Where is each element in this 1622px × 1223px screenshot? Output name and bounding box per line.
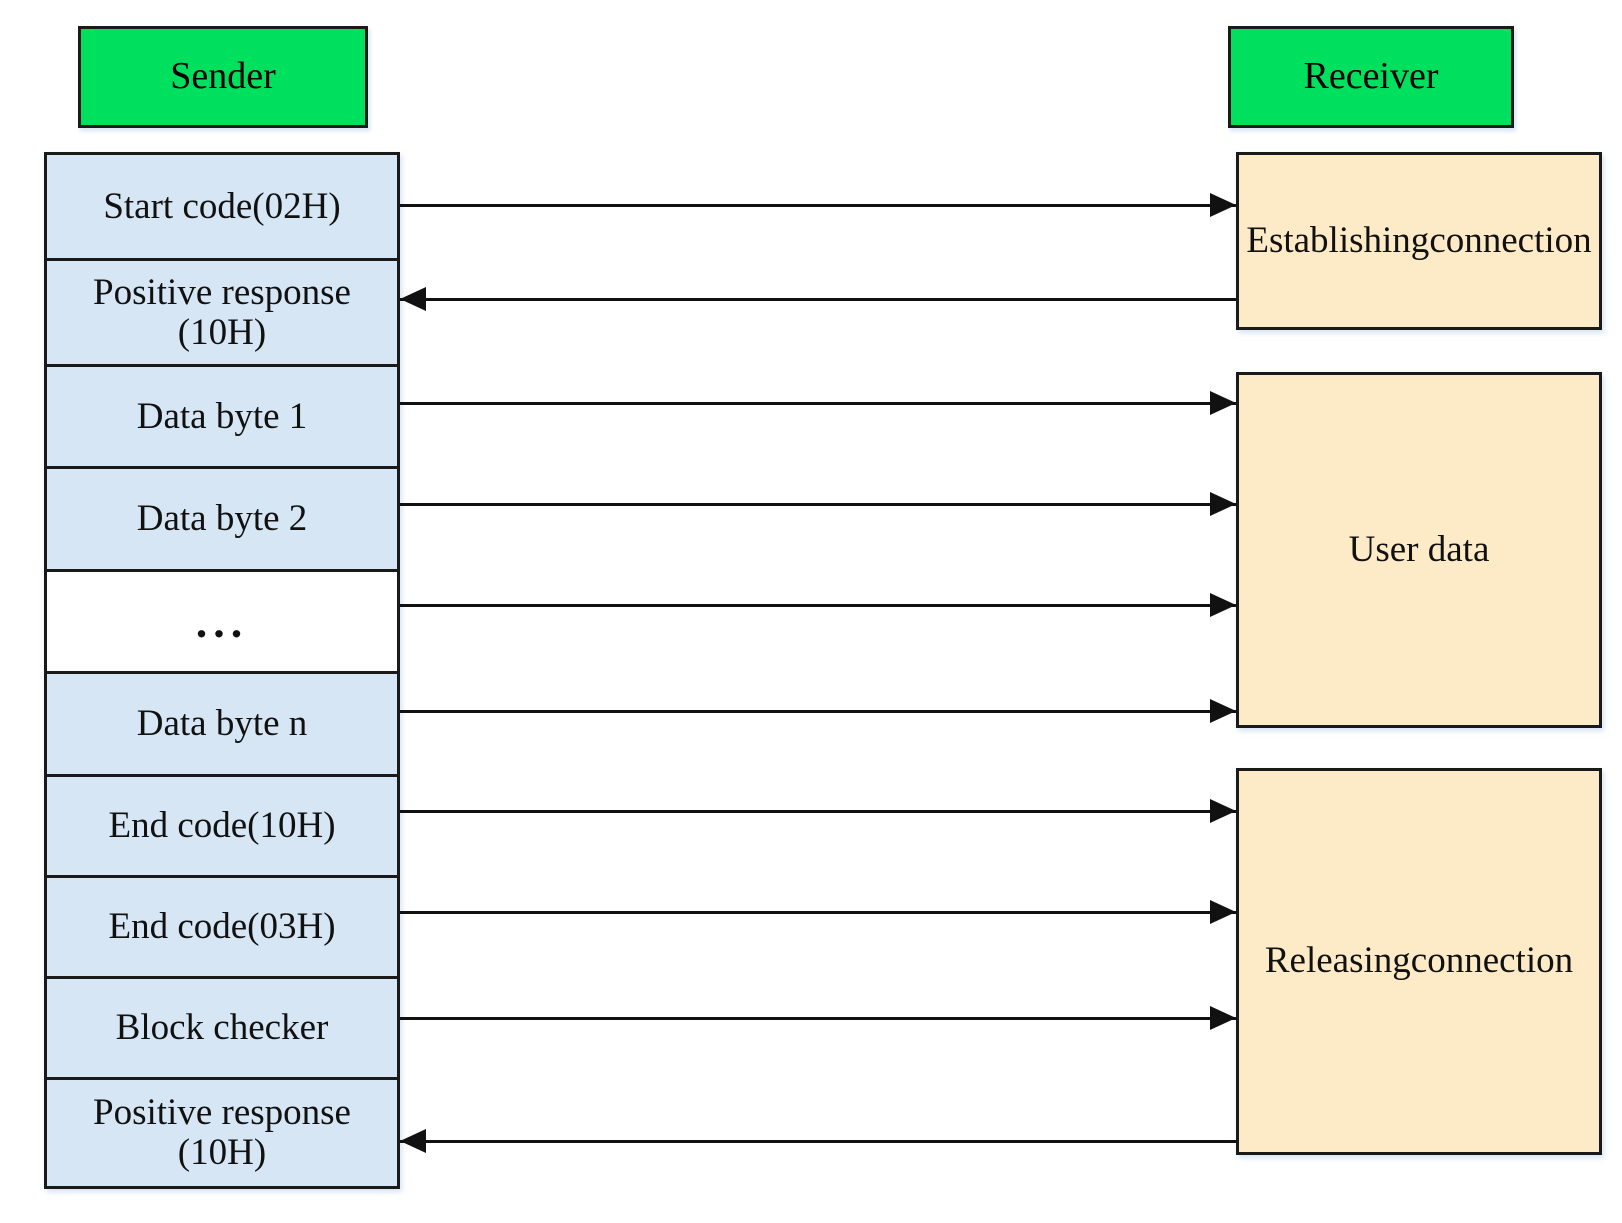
receiver-lane-header: Receiver [1228, 26, 1514, 128]
sender-cell-start-code: Start code(02H) [47, 155, 397, 261]
receiver-stage-label-line: connection [1410, 940, 1574, 982]
sender-cell-label: Positive response(10H) [93, 271, 351, 353]
arrow-shaft [400, 402, 1236, 405]
arrowhead-left-icon [400, 287, 426, 311]
sender-cell-label-line: (10H) [177, 311, 267, 353]
arrow-shaft [400, 710, 1236, 713]
sender-cell-block-checker: Block checker [47, 979, 397, 1080]
sender-cell-label: Positive response(10H) [93, 1093, 351, 1173]
arrowhead-right-icon [1210, 699, 1236, 723]
sender-lane-label: Sender [170, 55, 276, 98]
arrowhead-right-icon [1210, 1006, 1236, 1030]
ellipsis-glyph: ... [195, 595, 249, 647]
sender-cell-label: Data byte n [136, 703, 308, 745]
sender-cell-label: End code(03H) [108, 906, 336, 948]
sender-cell-positive-response-1: Positive response(10H) [47, 261, 397, 367]
arrowhead-right-icon [1210, 593, 1236, 617]
sender-cell-label: Data byte 2 [136, 498, 308, 540]
arrow-shaft [400, 911, 1236, 914]
arrow-shaft [400, 1017, 1236, 1020]
sender-cell-label-line: Positive response [93, 1092, 351, 1134]
sender-cell-data-byte-2: Data byte 2 [47, 469, 397, 572]
receiver-lane-label: Receiver [1303, 55, 1439, 98]
sender-frame-column: Start code(02H)Positive response(10H)Dat… [44, 152, 400, 1189]
arrow-shaft [400, 298, 1236, 301]
sender-cell-data-byte-n: Data byte n [47, 674, 397, 777]
arrowhead-right-icon [1210, 492, 1236, 516]
arrow-shaft [400, 1140, 1236, 1143]
arrowhead-right-icon [1210, 391, 1236, 415]
receiver-stage-releasing-connection: Releasingconnection [1236, 768, 1602, 1155]
arrow-shaft [400, 204, 1236, 207]
receiver-stage-label-line: connection [1429, 219, 1592, 261]
sender-cell-label-line: Positive response [93, 271, 351, 313]
arrowhead-left-icon [400, 1129, 426, 1153]
receiver-stage-label-line: User data [1348, 528, 1490, 570]
arrow-shaft [400, 503, 1236, 506]
arrowhead-right-icon [1210, 193, 1236, 217]
receiver-stage-user-data: User data [1236, 372, 1602, 728]
sender-cell-data-byte-1: Data byte 1 [47, 367, 397, 469]
sender-cell-positive-response-2: Positive response(10H) [47, 1080, 397, 1186]
sender-cell-label: Data byte 1 [136, 395, 308, 437]
receiver-stage-label: User data [1349, 527, 1490, 573]
sender-cell-label: Block checker [115, 1007, 329, 1049]
arrow-shaft [400, 810, 1236, 813]
receiver-stage-label: Establishingconnection [1246, 218, 1591, 264]
sender-cell-label: Start code(02H) [103, 185, 341, 227]
receiver-stage-label-line: Establishing [1246, 219, 1430, 261]
receiver-stage-label: Releasingconnection [1265, 938, 1573, 984]
arrowhead-right-icon [1210, 799, 1236, 823]
sender-cell-label: End code(10H) [108, 805, 336, 847]
arrowhead-right-icon [1210, 900, 1236, 924]
arrow-shaft [400, 604, 1236, 607]
sender-cell-label-line: (10H) [177, 1132, 267, 1173]
sender-cell-ellipsis: ... [47, 572, 397, 674]
receiver-stage-label-line: Releasing [1264, 940, 1411, 982]
sender-cell-end-code-10h: End code(10H) [47, 777, 397, 878]
sender-lane-header: Sender [78, 26, 368, 128]
receiver-stage-establishing-connection: Establishingconnection [1236, 152, 1602, 330]
sender-cell-end-code-03h: End code(03H) [47, 878, 397, 979]
